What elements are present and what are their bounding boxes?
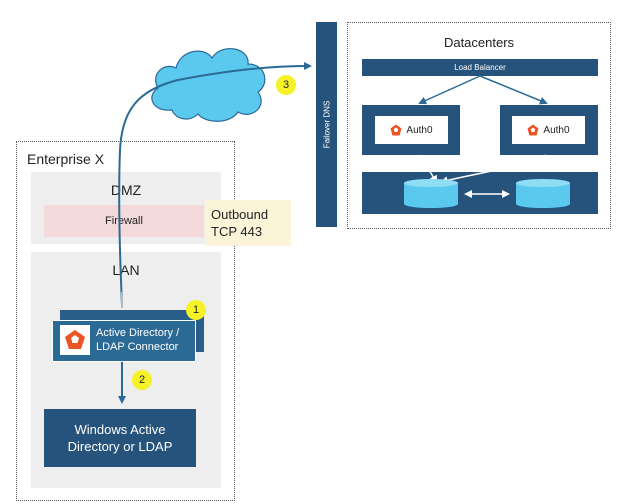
load-balancer-bar: Load Balancer bbox=[362, 59, 598, 76]
step-badge-1: 1 bbox=[186, 300, 206, 320]
auth0-logo-icon bbox=[527, 124, 539, 136]
database-icon bbox=[516, 179, 570, 208]
step-badge-2: 2 bbox=[132, 370, 152, 390]
datacenters-title: Datacenters bbox=[443, 35, 515, 50]
load-balancer-label: Load Balancer bbox=[454, 63, 506, 72]
enterprise-container bbox=[16, 141, 235, 501]
internet-cloud-icon bbox=[151, 48, 266, 122]
outbound-line2: TCP 443 bbox=[211, 224, 263, 239]
firewall-box: Firewall bbox=[44, 205, 204, 237]
outbound-connection-line bbox=[118, 62, 312, 306]
database-icon bbox=[404, 179, 458, 208]
windows-line1: Windows Active bbox=[74, 422, 166, 437]
connector-label: Active Directory / LDAP Connector bbox=[96, 326, 196, 354]
failover-dns-bar bbox=[316, 22, 337, 227]
auth0-label-right: Auth0 bbox=[543, 124, 570, 136]
step-badge-3: 3 bbox=[276, 75, 296, 95]
auth0-card-left: Auth0 bbox=[375, 116, 448, 144]
firewall-label: Firewall bbox=[105, 215, 143, 227]
windows-ad-box: Windows Active Directory or LDAP bbox=[44, 409, 196, 467]
auth0-card-right: Auth0 bbox=[512, 116, 585, 144]
auth0-logo-icon bbox=[60, 325, 90, 355]
enterprise-title: Enterprise X bbox=[27, 151, 105, 167]
lb-to-auth-left-arrow bbox=[418, 75, 481, 105]
connector-line1: Active Directory / bbox=[96, 327, 180, 339]
lan-label: LAN bbox=[112, 262, 140, 278]
outbound-line1: Outbound bbox=[211, 207, 269, 222]
connector-line2: LDAP Connector bbox=[96, 341, 179, 353]
datacenters-container bbox=[347, 22, 611, 229]
auth-left-to-db-arrow bbox=[419, 154, 437, 184]
auth0-logo-icon bbox=[390, 124, 402, 136]
lb-to-auth-right-arrow bbox=[479, 75, 548, 105]
auth0-label-left: Auth0 bbox=[406, 124, 433, 136]
outbound-note: Outbound TCP 443 bbox=[205, 200, 291, 246]
auth-right-to-db-arrow bbox=[440, 154, 547, 184]
windows-line2: Directory or LDAP bbox=[67, 439, 173, 454]
